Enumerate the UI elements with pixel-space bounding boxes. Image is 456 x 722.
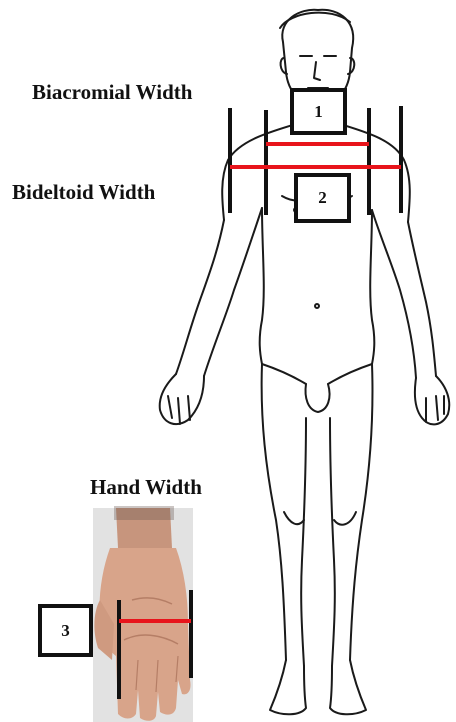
marker-box-2: 2: [294, 173, 351, 223]
marker-box-1: 1: [290, 88, 347, 135]
marker-box-3: 3: [38, 604, 93, 657]
bideltoid-width-label: Bideltoid Width: [12, 182, 155, 203]
hand-photo: [93, 506, 193, 722]
hand-width-label: Hand Width: [90, 477, 202, 498]
biacromial-width-label: Biacromial Width: [32, 82, 192, 103]
